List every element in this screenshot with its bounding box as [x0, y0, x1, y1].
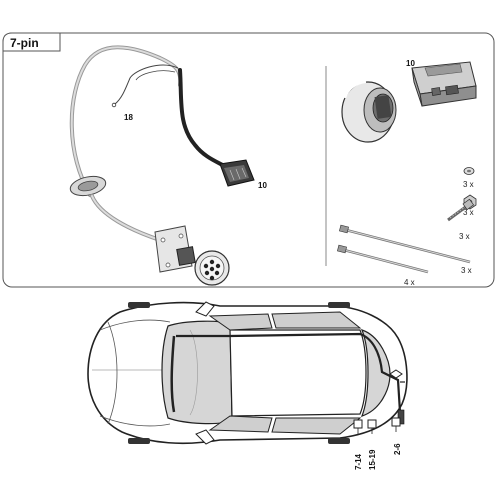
connector-number-label: 10: [258, 181, 267, 190]
long-tie-qty: 3 x: [461, 266, 472, 275]
long-cable-tie-icon: [339, 224, 471, 264]
socket-cover-icon: [341, 81, 397, 143]
module-number-label: 10: [406, 59, 415, 68]
screw-qty: 3 x: [463, 180, 474, 189]
grommet-icon: [69, 175, 107, 197]
screw-icon: [463, 167, 475, 175]
bolt-qty: 3 x: [459, 232, 470, 241]
car-label-2-6: 2-6: [393, 443, 402, 455]
bolt-icon: [447, 198, 475, 222]
cable-number-label: 18: [124, 113, 133, 122]
wiring-connector-icon: [219, 159, 255, 187]
wiring-harness: 18 10: [69, 45, 267, 286]
short-cable-tie-icon: [337, 244, 429, 274]
title-tab: 7-pin: [2, 32, 61, 52]
electronic-module-icon: 10: [406, 59, 477, 107]
short-tie-qty: 4 x: [404, 278, 415, 287]
kit-panel-frame: [2, 32, 495, 288]
panel-title: 7-pin: [10, 36, 39, 50]
nut-qty: 3 x: [463, 208, 474, 217]
car-label-7-14: 7-14: [354, 453, 363, 470]
car-top-view: [87, 301, 408, 445]
car-label-15-19: 15-19: [368, 449, 377, 470]
trailer-socket-icon: [154, 225, 230, 286]
